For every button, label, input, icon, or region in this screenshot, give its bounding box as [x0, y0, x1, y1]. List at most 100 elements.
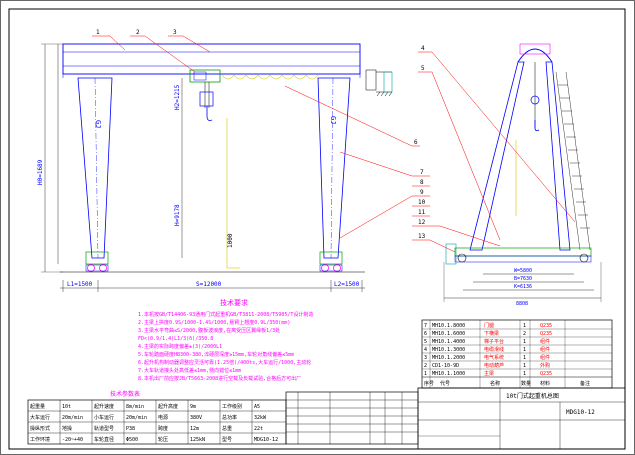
- dim-hook-height: H2=1215: [174, 84, 181, 110]
- svg-text:起重量: 起重量: [30, 403, 45, 410]
- svg-text:1: 1: [523, 339, 526, 345]
- svg-text:9m: 9m: [190, 404, 196, 410]
- note-line-3: 3.主梁水平弯曲≤S/2000,腹板波浪度,在离受压区翼缘板1/3处: [138, 327, 280, 334]
- svg-text:380V: 380V: [190, 415, 202, 421]
- svg-text:A5: A5: [254, 404, 260, 410]
- title-block-drawing-no: MDG10-12: [566, 409, 595, 416]
- svg-text:门腿: 门腿: [484, 322, 494, 329]
- svg-text:轨道型号: 轨道型号: [94, 425, 114, 432]
- callout-9: 9: [420, 189, 424, 196]
- svg-text:起升速度: 起升速度: [94, 403, 114, 410]
- callout-4: 4: [421, 45, 425, 52]
- callout-11: 11: [418, 209, 426, 216]
- note-line-5: 4.主梁的实际跨度偏差±(3)/2000L1: [138, 343, 222, 350]
- note-line-8: 7.大车轨道接头处高低差≤1mm,侧向错位≤1mm: [138, 367, 241, 374]
- hook-icon: [206, 106, 213, 121]
- note-line-4: FD<(0.9/1.4)L1/3(δ)/350.8: [138, 336, 213, 342]
- svg-text:起升高度: 起升高度: [158, 403, 178, 410]
- dim-k: K=6136: [514, 284, 532, 290]
- svg-text:下横梁: 下横梁: [484, 330, 499, 337]
- svg-text:小车运行: 小车运行: [94, 414, 114, 421]
- svg-text:工作级别: 工作级别: [222, 403, 242, 410]
- right-end-carriage: [319, 251, 343, 265]
- svg-text:MH10.1.8000: MH10.1.8000: [432, 323, 465, 329]
- ladder: [555, 71, 591, 251]
- svg-text:组件: 组件: [540, 354, 550, 361]
- svg-text:20m/min: 20m/min: [62, 415, 83, 421]
- left-leg: [77, 77, 113, 259]
- dim-rail: 1000: [227, 233, 234, 248]
- dim-b: B=7630: [514, 276, 532, 282]
- svg-text:6: 6: [424, 331, 427, 337]
- note-line-6: 5.车轮踏面硬度HB300-380,淬硬层深度≥15mm,车轮对角线偏差≤5mm: [138, 351, 294, 358]
- svg-text:组件: 组件: [540, 346, 550, 353]
- svg-text:总功率: 总功率: [222, 414, 237, 421]
- callout-13: 13: [418, 233, 426, 240]
- svg-text:MH10.1.2000: MH10.1.2000: [432, 355, 465, 361]
- svg-text:1: 1: [523, 371, 526, 377]
- note-line-1: 1.本机按GB/T14406-93通用门式起重机GB/T3811-2008/T5…: [138, 311, 313, 318]
- parts-list: 7 MH10.1.8000 门腿 1 Q235 6 MH10.1.6000 下横…: [421, 319, 613, 389]
- callout-3: 3: [173, 29, 177, 36]
- parameter-table: 技术参数表 起重量 10t 起升速度 8m/min 起升高度 9m 工作级别 A…: [27, 390, 287, 445]
- callout-12: 12: [418, 219, 426, 226]
- svg-text:GJ: GJ: [329, 116, 337, 124]
- svg-text:8m/min: 8m/min: [126, 404, 144, 410]
- side-bottom-beam: [454, 247, 592, 257]
- svg-text:名称: 名称: [490, 380, 500, 387]
- svg-text:轮压: 轮压: [158, 436, 168, 443]
- svg-text:CD1-10-9D: CD1-10-9D: [432, 363, 459, 369]
- svg-text:1: 1: [523, 323, 526, 329]
- callout-1: 1: [96, 29, 100, 36]
- svg-text:电动葫芦: 电动葫芦: [484, 362, 504, 369]
- title-block-name: 10t门式起重机总图: [506, 392, 559, 400]
- svg-text:梯子平台: 梯子平台: [484, 338, 504, 345]
- dim-right-cantilever: L2=1500: [334, 281, 360, 288]
- svg-text:MDG10-12: MDG10-12: [254, 437, 278, 443]
- svg-text:GJ: GJ: [94, 120, 102, 128]
- svg-text:地操: 地操: [62, 425, 72, 432]
- dim-left-cantilever: L1=1500: [67, 281, 93, 288]
- svg-text:32kW: 32kW: [254, 415, 267, 421]
- svg-text:MH10.1.3000: MH10.1.3000: [432, 347, 465, 353]
- svg-text:Φ500: Φ500: [126, 437, 138, 443]
- svg-text:电气系统: 电气系统: [484, 354, 504, 361]
- svg-text:备注: 备注: [580, 380, 590, 387]
- svg-text:车轮直径: 车轮直径: [94, 436, 114, 443]
- svg-text:1: 1: [523, 355, 526, 361]
- side-leg-left: [469, 61, 525, 251]
- svg-text:Q235: Q235: [540, 323, 552, 329]
- svg-text:跨度: 跨度: [158, 425, 168, 432]
- svg-text:2: 2: [424, 363, 427, 369]
- svg-text:5: 5: [424, 339, 427, 345]
- right-leg: [317, 77, 351, 259]
- svg-text:工作环境: 工作环境: [30, 436, 50, 443]
- svg-text:代号: 代号: [440, 380, 450, 387]
- svg-text:外购: 外购: [540, 362, 550, 369]
- notes-title: 技术要求: [220, 298, 248, 307]
- param-table-title: 技术参数表: [110, 390, 140, 398]
- svg-text:MH10.1.1000: MH10.1.1000: [432, 371, 465, 377]
- svg-text:1: 1: [523, 363, 526, 369]
- dim-span: S=12000: [196, 281, 222, 288]
- inner-border: [8, 8, 626, 450]
- svg-text:22t: 22t: [254, 426, 263, 432]
- svg-text:操纵形式: 操纵形式: [30, 425, 50, 432]
- callout-8: 8: [420, 179, 424, 186]
- dim-lift-height: H=9178: [174, 204, 181, 226]
- dim-wheelbase: W=5800: [514, 268, 532, 274]
- svg-text:7: 7: [424, 323, 427, 329]
- front-view: GJ GJ H0=1689 H=9178 H2=: [37, 29, 393, 292]
- side-hook-icon: [534, 120, 540, 132]
- side-hoist-drum: [530, 95, 540, 105]
- svg-text:12m: 12m: [190, 426, 199, 432]
- svg-text:主梁: 主梁: [484, 370, 494, 377]
- svg-text:P38: P38: [126, 426, 135, 432]
- callout-10: 10: [418, 199, 426, 206]
- svg-text:电源: 电源: [158, 414, 168, 421]
- callout-6: 6: [414, 139, 418, 146]
- svg-text:MH10.1.4000: MH10.1.4000: [432, 339, 465, 345]
- svg-text:数量: 数量: [521, 380, 531, 387]
- dim-overall: 8808: [516, 301, 528, 307]
- callout-7: 7: [420, 169, 424, 176]
